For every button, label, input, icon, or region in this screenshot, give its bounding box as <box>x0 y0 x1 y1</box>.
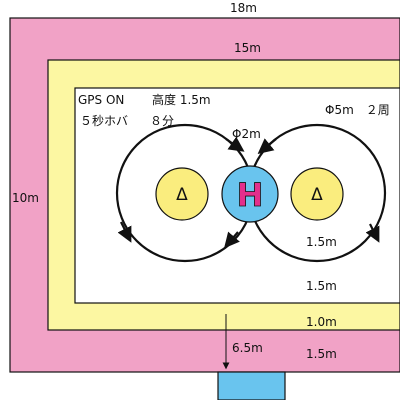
inner-width-label: 15m <box>234 41 261 55</box>
left-loop-arrow-top <box>225 136 245 152</box>
pink-margin-label: 1.5m <box>306 347 337 361</box>
right-pylon-symbol: Δ <box>311 185 323 205</box>
duration-label: ８分 <box>150 114 174 128</box>
entry-box <box>217 371 286 400</box>
hover-label: ５秒ホバ <box>80 114 128 128</box>
outer-height-label: 10m <box>12 191 39 205</box>
right-loop-arrow-top <box>257 138 277 154</box>
left-loop-arrow-bottom <box>117 221 132 243</box>
yellow-margin-label: 1.0m <box>306 315 337 329</box>
center-arrow-down <box>223 231 240 249</box>
helipad-diameter-label: Φ2m <box>232 127 261 141</box>
left-pylon <box>155 167 209 221</box>
right-pylon <box>290 167 344 221</box>
right-loop-arrow-bottom <box>365 223 380 243</box>
inner-margin-label-2: 1.5m <box>306 279 337 293</box>
inner-margin-label-1: 1.5m <box>306 235 337 249</box>
offset-label: 6.5m <box>232 341 263 355</box>
left-pylon-symbol: Δ <box>176 185 188 205</box>
outer-width-label: 18m <box>230 1 257 15</box>
gps-label: GPS ON <box>78 93 124 107</box>
helipad-letter: H <box>237 176 264 214</box>
altitude-label: 高度 1.5m <box>152 92 211 107</box>
circle-spec-label: Φ5m ２周 <box>325 103 390 117</box>
helipad <box>221 165 279 223</box>
